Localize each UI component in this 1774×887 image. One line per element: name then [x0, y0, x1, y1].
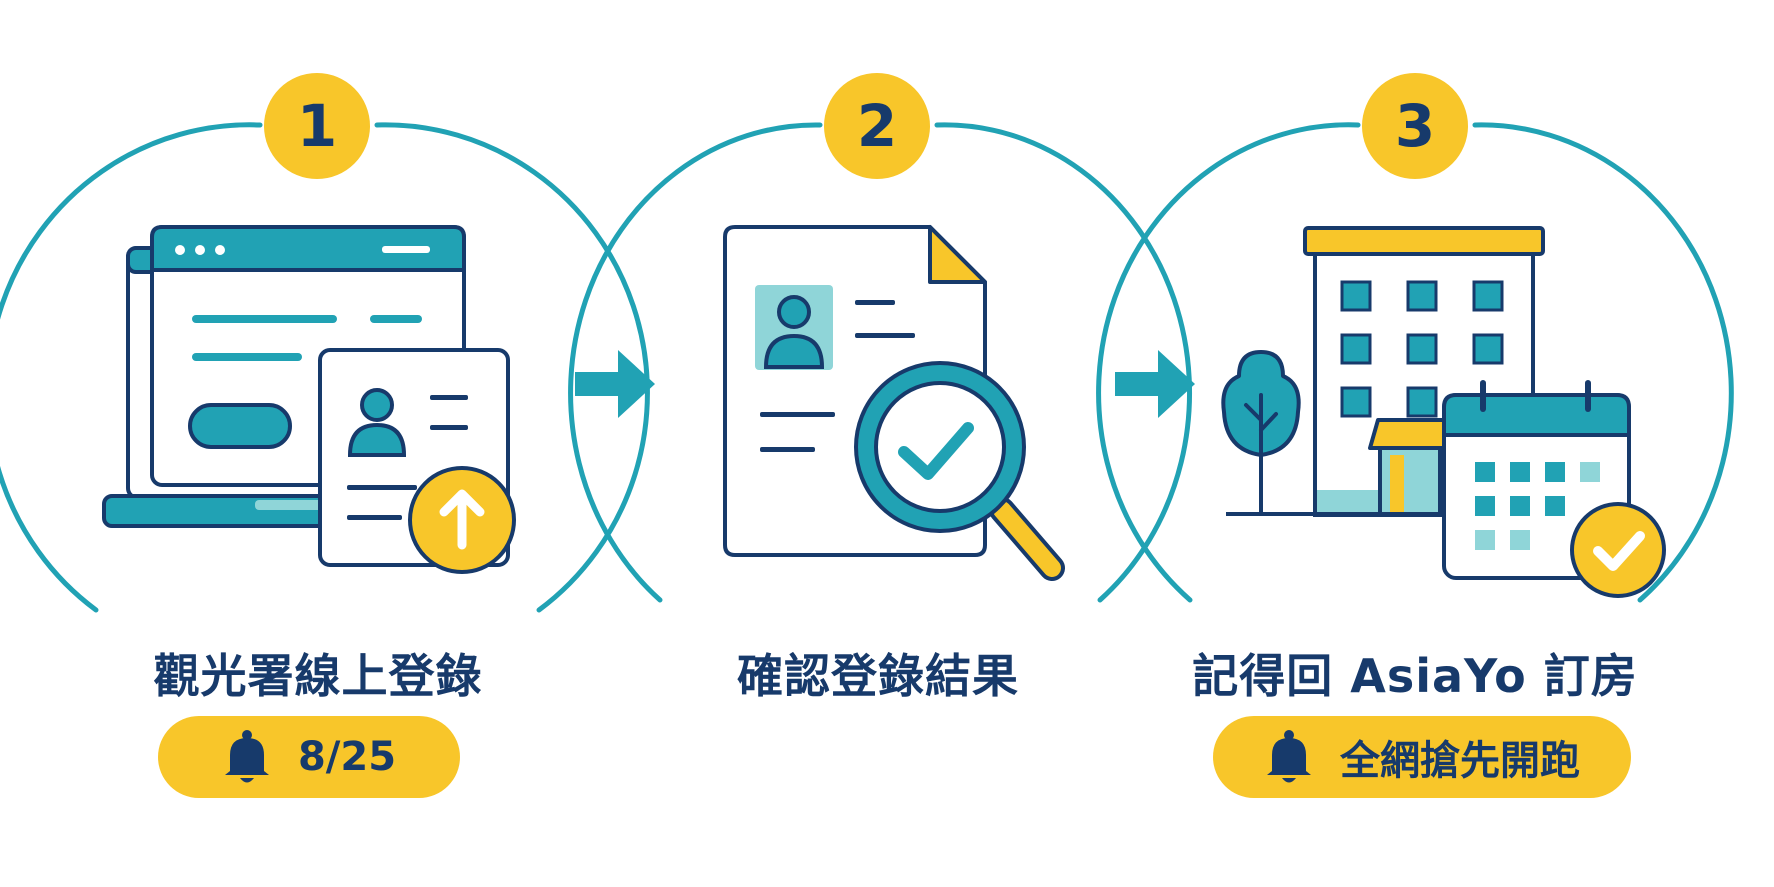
step-1-date-text: 8/25 [297, 734, 397, 780]
step-1-number: 1 [297, 92, 337, 160]
step-3-caption: 記得回 AsiaYo 訂房 [1192, 649, 1638, 703]
step-1: 1 [0, 73, 650, 613]
bell-icon [1267, 730, 1311, 783]
arrow-right-icon [1115, 350, 1195, 418]
step-1-number-circle [264, 73, 370, 179]
step-2-number: 2 [857, 92, 897, 160]
ground-line [1226, 512, 1532, 516]
step-1-date-badge: 8/25 [158, 716, 460, 798]
hotel-building-icon [1303, 226, 1545, 517]
bell-icon [224, 730, 269, 783]
step-1-caption: 觀光署線上登錄 [153, 649, 483, 703]
step-2: 2 [568, 73, 1192, 603]
step-3-launch-text: 全網搶先開跑 [1340, 738, 1580, 784]
step-3-number-circle [1362, 73, 1468, 179]
step-2-ring [568, 122, 1192, 603]
step-2-caption: 確認登錄結果 [737, 649, 1019, 703]
tree-icon [1221, 350, 1301, 516]
step-3-launch-badge: 全網搶先開跑 [1213, 716, 1631, 798]
step-3: 3 [1096, 73, 1734, 603]
step-3-ring [1096, 122, 1734, 603]
upload-icon [408, 466, 516, 574]
step-2-number-circle [824, 73, 930, 179]
magnifier-check-icon [854, 361, 1065, 581]
check-badge-icon [1570, 502, 1666, 598]
arrow-right-icon [575, 350, 655, 418]
step-3-number: 3 [1395, 92, 1435, 160]
